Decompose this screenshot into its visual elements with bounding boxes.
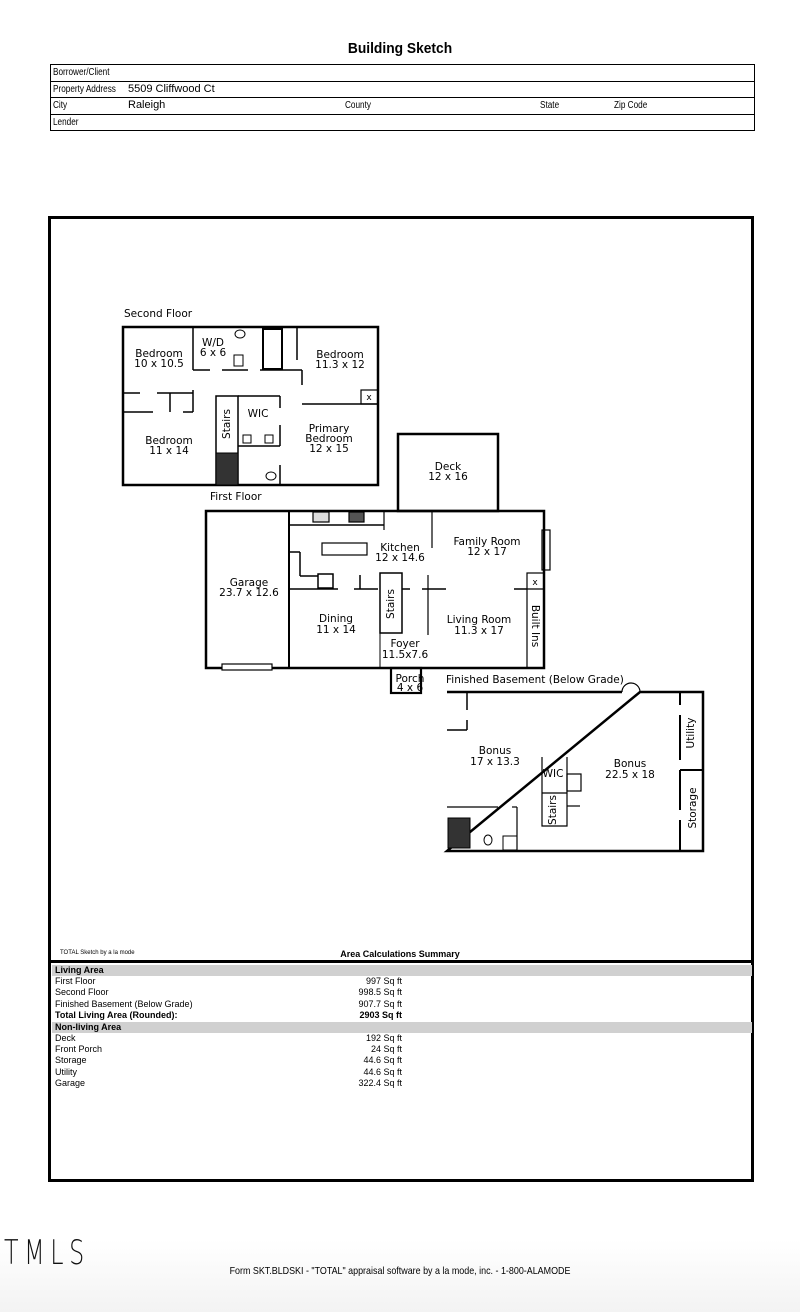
property-info-table: Borrower/Client Property Address 5509 Cl… [50, 64, 755, 131]
room-name: Bedroom [135, 348, 183, 360]
lender-label: Lender [53, 116, 79, 128]
room-name: Stairs [547, 795, 559, 825]
county-label: County [345, 100, 371, 111]
floor-plan-sketch: Second Floor Bedroom 10 x 10.5 W/D 6 x 6… [121, 308, 705, 853]
basement-plan [443, 682, 705, 853]
area-label: First Floor [55, 976, 96, 986]
room-name: Bedroom [145, 435, 193, 447]
form-footer-text: Form SKT.BLDSKI - "TOTAL" appraisal soft… [229, 1265, 571, 1277]
room-name: Foyer [390, 638, 420, 650]
room-name: Built Ins [529, 605, 541, 647]
address-row: Property Address 5509 Cliffwood Ct [51, 82, 754, 98]
room-name: Deck [435, 461, 462, 473]
sketch-frame [48, 216, 754, 1182]
area-label: Storage [55, 1055, 87, 1066]
area-value: 322.4 Sq ft [358, 1078, 402, 1089]
first-floor-plan [204, 432, 551, 695]
address-value: 5509 Cliffwood Ct [128, 82, 215, 95]
room-dims: 11 x 14 [316, 624, 356, 636]
basement-label: Finished Basement (Below Grade) [446, 674, 624, 686]
room-name: Living Room [447, 614, 511, 626]
software-caption: TOTAL Sketch by a la mode [60, 950, 135, 956]
area-row: Finished Basement (Below Grade) 907.7 Sq… [52, 999, 752, 1010]
room-name: Garage [230, 577, 268, 589]
room-dims: 11.3 x 17 [454, 625, 504, 637]
area-label: Second Floor [55, 987, 109, 998]
room-name: Kitchen [380, 542, 419, 554]
area-row: Garage 322.4 Sq ft [52, 1078, 752, 1089]
room-name: Bonus [614, 758, 646, 770]
room-name: WIC [543, 768, 564, 780]
area-row: First Floor 997 Sq ft [52, 976, 752, 987]
area-row: Utility 44.6 Sq ft [52, 1067, 752, 1078]
city-value: Raleigh [128, 99, 166, 111]
room-dims: 17 x 13.3 [470, 756, 520, 768]
room-name: Dining [319, 613, 353, 625]
borrower-label: Borrower/Client [53, 67, 110, 78]
area-value: 998.5 Sq ft [358, 987, 402, 998]
room-dims: 12 x 17 [467, 546, 507, 558]
room-name: Porch [396, 673, 425, 685]
room-name: W/D [202, 337, 224, 349]
non-living-area-heading: Non-living Area [52, 1021, 752, 1033]
city-row: City Raleigh County State Zip Code [51, 98, 754, 115]
room-name: Stairs [221, 409, 233, 439]
first-floor-label: First Floor [210, 491, 262, 503]
living-area-heading: Living Area [52, 965, 752, 976]
total-label: Total Living Area (Rounded): [55, 1010, 178, 1021]
address-label: Property Address [53, 83, 116, 95]
room-name: Family Room [453, 536, 520, 548]
room-name: Bedroom [316, 349, 364, 361]
room-name: Utility [685, 718, 697, 749]
room-name: Bonus [479, 745, 511, 757]
area-row: Second Floor 998.5 Sq ft [52, 987, 752, 998]
borrower-row: Borrower/Client [51, 65, 754, 82]
area-label: Garage [55, 1078, 86, 1089]
room-dims: 22.5 x 18 [605, 769, 655, 781]
area-value: 44.6 Sq ft [363, 1055, 402, 1066]
room-dims: 10 x 10.5 [134, 358, 184, 370]
room-name: Primary [309, 423, 350, 435]
area-value: 44.6 Sq ft [363, 1066, 402, 1077]
total-living-row: Total Living Area (Rounded): 2903 Sq ft [52, 1010, 752, 1021]
room-dims: 11.3 x 12 [315, 359, 365, 371]
room-dims: 11.5x7.6 [382, 649, 429, 661]
room-name: WIC [248, 408, 269, 420]
room-name: Stairs [385, 589, 397, 619]
page-title: Building Sketch [347, 40, 453, 57]
second-floor-plan [121, 325, 380, 487]
room-dims: 12 x 15 [309, 443, 349, 455]
living-area-section: Living Area First Floor 997 Sq ft Second… [52, 965, 752, 1090]
room-dims: 11 x 14 [149, 445, 189, 457]
area-value: 907.7 Sq ft [358, 998, 402, 1009]
state-label: State [540, 100, 560, 111]
room-dims: 4 x 6 [397, 682, 424, 694]
area-label: Utility [55, 1066, 77, 1077]
room-dims: 23.7 x 12.6 [219, 587, 279, 599]
second-floor-label: Second Floor [124, 308, 193, 320]
area-value: 997 Sq ft [365, 976, 402, 986]
area-row: Storage 44.6 Sq ft [52, 1055, 752, 1066]
room-name: Storage [687, 787, 699, 828]
total-value: 2903 Sq ft [359, 1010, 402, 1021]
mls-watermark-logo: TMLS [4, 1233, 90, 1273]
area-divider [48, 960, 754, 963]
city-label: City [53, 100, 68, 111]
area-row: Front Porch 24 Sq ft [52, 1044, 752, 1055]
room-dims: 12 x 14.6 [375, 552, 425, 564]
area-row: Deck 192 Sq ft [52, 1033, 752, 1044]
closet-mark: x [366, 393, 372, 403]
area-summary-title: Area Calculations Summary [340, 949, 460, 959]
room-name: Bedroom [305, 433, 353, 445]
area-value: 192 Sq ft [365, 1032, 402, 1043]
room-dims: 12 x 16 [428, 471, 468, 483]
zip-label: Zip Code [614, 100, 648, 111]
closet-mark: x [532, 578, 538, 588]
lender-row: Lender [51, 115, 754, 131]
area-label: Deck [55, 1032, 76, 1043]
room-dims: 6 x 6 [200, 347, 227, 359]
area-label: Finished Basement (Below Grade) [55, 998, 193, 1009]
area-value: 24 Sq ft [370, 1043, 402, 1054]
area-label: Front Porch [55, 1043, 103, 1054]
